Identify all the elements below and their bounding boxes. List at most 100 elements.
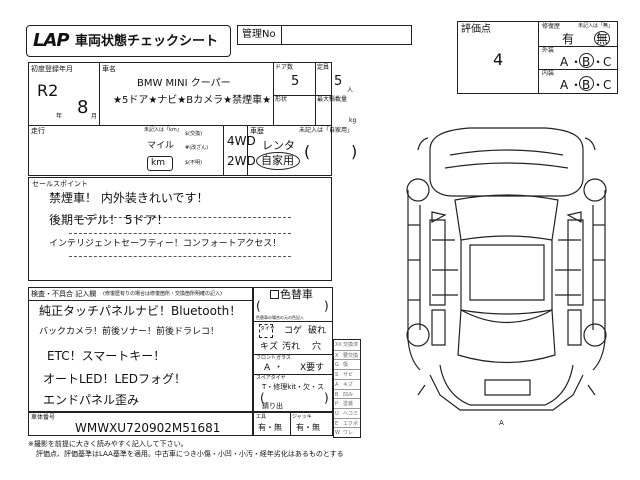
inspection-item-1: 純正タッチパネルナビ！Bluetooth！ <box>39 304 242 318</box>
exterior-label: 外装 <box>542 47 555 54</box>
tools-box: 工具 有・無 ジャッキ 有・無 <box>253 412 333 436</box>
color-change-checkbox[interactable] <box>270 290 279 299</box>
management-no-label: 管理No <box>242 29 276 40</box>
usage-rental: レンタ <box>262 139 295 152</box>
km-unit-box <box>147 156 173 171</box>
legend-code: X <box>335 352 339 359</box>
max-load-label: 最大積載量 <box>317 96 348 103</box>
drive-4wd: 4WD <box>227 134 256 148</box>
tire-label: タイヤ <box>260 326 275 332</box>
paren-close: ) <box>351 142 358 161</box>
inspection-item-4: オートLED！LEDフォグ！ <box>43 372 187 386</box>
interior-label: 内装 <box>542 70 555 77</box>
color-change-note: 色替車の場合の元の色記入 <box>256 315 304 320</box>
legend-code: XX <box>335 342 342 348</box>
doors-label: ドア数 <box>275 64 294 71</box>
legend-row: S サビ <box>334 369 360 379</box>
footer-note-1: ※撮影を前提に大きく読みやすく記入して下さい。 <box>28 440 188 448</box>
capacity-value: 5 <box>334 74 343 89</box>
rating-box: 評価点 4 修復歴 未記入は「無」 有 無 外装 A ・ B ・ C 内装 A … <box>457 21 618 94</box>
car-name: BMW MINI クーパー <box>137 78 231 89</box>
jack-yes-no: 有・無 <box>296 423 320 432</box>
legend-code: S <box>335 372 339 379</box>
inspection-note: (修復歴有りの場合は修復箇所・交換箇所明確の記入) <box>103 291 222 297</box>
inspection-box: 検査・不具合 記入欄 (修復歴有りの場合は修復箇所・交換箇所明確の記入) 純正タ… <box>28 287 253 412</box>
legend-text: 交換済 <box>343 342 359 348</box>
sales-points-box: セールスポイント 禁煙車！ 内外装きれいです！ 後期モデル！ 5ドア！ インテリ… <box>28 177 332 281</box>
legend-text: 傷 <box>343 362 349 369</box>
windshield-a: A <box>264 363 271 373</box>
exterior-grade-circle <box>579 53 594 68</box>
sales-points-label: セールスポイント <box>32 180 88 188</box>
usage-private: 自家用 <box>261 154 294 167</box>
inspection-item-3: ETC！スマートキー！ <box>47 349 166 363</box>
year-unit: 年 <box>56 113 63 120</box>
interior-grade-a: A <box>560 78 569 92</box>
tools-label: 工具 <box>256 414 267 420</box>
interior-grade-b: B <box>582 78 591 92</box>
doors-value: 5 <box>291 74 300 89</box>
legend-row: U ヘコミ <box>334 407 360 418</box>
inspection-item-2: バックカメラ！前後ソナー！前後ドラレコ！ <box>39 327 220 337</box>
capacity-label: 定員 <box>317 64 330 71</box>
inspection-item-5: エンドパネル歪み <box>43 393 140 407</box>
car-name-label: 車名 <box>102 65 116 73</box>
color-change-label: 色替車 <box>280 288 313 301</box>
separator: ・ <box>592 78 605 92</box>
tools-yes-no: 有・無 <box>258 423 282 432</box>
sales-point-2: 後期モデル！ 5ドア！ <box>49 213 169 227</box>
legend-code: P <box>335 401 339 408</box>
footer-note-2: 評価点、評価基準はLAA基準を適用。中古車につき小傷・小凹・小汚・経年劣化はある… <box>36 450 344 458</box>
logo: LAP <box>33 30 70 51</box>
repair-history-note: 未記入は「無」 <box>578 23 614 29</box>
paren-open: ( <box>260 391 265 405</box>
repair-no: 無 <box>596 32 609 46</box>
jack-label: ジャッキ <box>292 414 312 420</box>
paren-open: ( <box>256 299 261 313</box>
repair-yes: 有 <box>562 32 575 46</box>
legend-row: X 要交換 <box>334 349 360 360</box>
inspection-detail-box: 色替車 ( ) 色替車の場合の元の色記入 タイヤ コゲ 破れ キズ 汚れ 穴 フ… <box>253 287 333 412</box>
legend-text: キズ <box>343 381 354 388</box>
registration-month: 8 <box>77 97 89 118</box>
legend-text: ワレ <box>343 430 354 437</box>
usage-private-circle <box>256 152 300 170</box>
unit-km: km <box>151 158 165 168</box>
legend-code: W <box>335 430 340 437</box>
spare-tire-options: T・修理kit・欠・ス <box>262 383 325 391</box>
paint-spot-label: 錆り出 <box>262 402 283 410</box>
koge-label: コゲ <box>284 326 303 336</box>
kizu-label: キズ <box>260 342 279 352</box>
chassis-label: 車体番号 <box>31 414 56 421</box>
paren-close: ) <box>324 391 329 405</box>
shape-label: 形状 <box>275 96 288 103</box>
vehicle-info-box: 初度登録年月 R2 年 8 月 車名 BMW MINI クーパー ★5ドア★ナビ… <box>28 62 357 176</box>
interior-grade-circle <box>579 76 594 91</box>
legend-text: サビ <box>343 372 354 379</box>
odo-unknown: $(不明) <box>185 160 203 166</box>
management-no-box: 管理No <box>237 25 412 45</box>
exterior-grade-a: A <box>560 55 569 69</box>
windshield-x: X要す <box>300 363 325 373</box>
legend-code: B <box>335 391 339 398</box>
logo-title-box: LAP 車両状態チェックシート <box>26 25 231 57</box>
sales-point-1: 禁煙車！ 内外装きれいです！ <box>49 191 209 205</box>
legend-code: U <box>335 410 339 417</box>
month-unit: 月 <box>91 113 98 120</box>
legend-text: 要交換 <box>343 352 359 359</box>
legend-text: ヘコミ <box>343 410 359 417</box>
legend-text: 凹み <box>343 391 354 398</box>
usage-note: 未記入は「自家用」 <box>299 127 354 134</box>
paren-close: ) <box>324 299 329 313</box>
usage-label: 車歴 <box>250 127 264 135</box>
ware-label: 破れ <box>308 326 327 336</box>
repair-no-circle <box>594 31 610 46</box>
chassis-number: WMWXU720902M51681 <box>75 421 221 435</box>
repair-history-label: 修復歴 <box>542 23 561 30</box>
